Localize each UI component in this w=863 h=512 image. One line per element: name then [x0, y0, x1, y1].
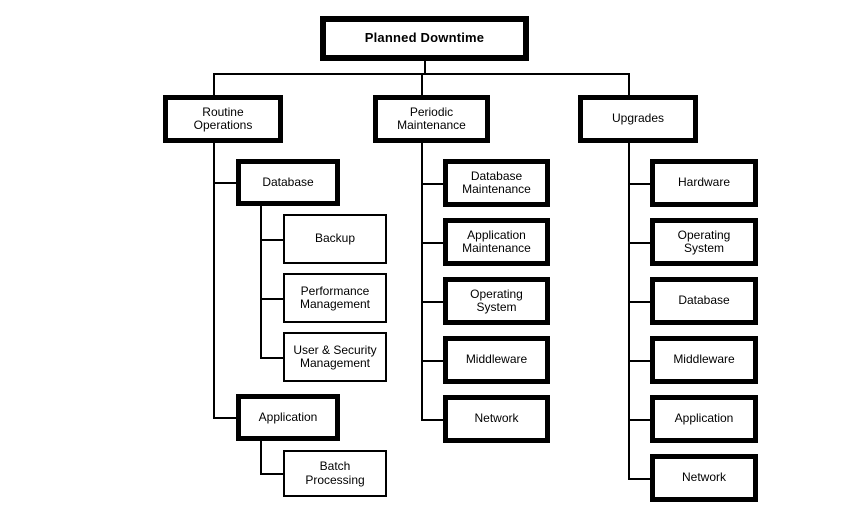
connector-database-trunk	[260, 206, 262, 357]
node-label-up-database: Database	[678, 293, 730, 308]
node-label-upgrades: Upgrades	[611, 111, 665, 126]
connector-up-to-database	[628, 301, 650, 303]
connector-pm-to-os	[421, 301, 443, 303]
node-up-hardware[interactable]: Hardware	[650, 159, 758, 207]
connector-routine-trunk	[213, 143, 215, 418]
connector-up-to-middleware	[628, 360, 650, 362]
node-label-up-hardware: Hardware	[677, 175, 731, 190]
node-planned-downtime[interactable]: Planned Downtime	[320, 16, 529, 61]
connector-db-to-usersecurity	[260, 357, 283, 359]
node-label-application: Application	[258, 409, 318, 424]
node-label-pm-middleware: Middleware	[465, 352, 528, 367]
node-label-performance-management: Performance Management	[299, 283, 371, 311]
connector-db-to-backup	[260, 239, 283, 241]
connector-up-to-os	[628, 242, 650, 244]
node-pm-application-maintenance[interactable]: Application Maintenance	[443, 218, 550, 266]
connector-db-to-performance	[260, 298, 283, 300]
connector-routine-to-database	[213, 182, 236, 184]
node-upgrades[interactable]: Upgrades	[578, 95, 698, 143]
node-performance-management[interactable]: Performance Management	[283, 273, 387, 323]
node-label-pm-network: Network	[474, 411, 519, 426]
node-application[interactable]: Application	[236, 394, 340, 441]
node-pm-database-maintenance[interactable]: Database Maintenance	[443, 159, 550, 207]
node-backup[interactable]: Backup	[283, 214, 387, 264]
connector-root-stem	[424, 61, 426, 73]
node-database[interactable]: Database	[236, 159, 340, 206]
node-label-up-middleware: Middleware	[673, 352, 735, 367]
node-label-batch-processing: Batch Processing	[305, 459, 365, 487]
connector-pm-to-dbmaint	[421, 183, 443, 185]
node-pm-network[interactable]: Network	[443, 395, 550, 443]
node-label-routine-operations: Routine Operations	[193, 104, 253, 132]
node-label-up-application: Application	[674, 411, 734, 426]
node-label-database: Database	[262, 174, 314, 189]
node-pm-middleware[interactable]: Middleware	[443, 336, 550, 384]
connector-periodic-trunk	[421, 143, 423, 420]
connector-pm-to-network	[421, 419, 443, 421]
node-label-planned-downtime: Planned Downtime	[364, 30, 485, 46]
connector-up-to-hardware	[628, 183, 650, 185]
node-up-middleware[interactable]: Middleware	[650, 336, 758, 384]
node-pm-operating-system[interactable]: Operating System	[443, 277, 550, 325]
node-routine-operations[interactable]: Routine Operations	[163, 95, 283, 143]
node-label-user-security-management: User & Security Management	[293, 342, 377, 370]
node-label-backup: Backup	[314, 231, 356, 246]
connector-up-to-application	[628, 419, 650, 421]
node-label-pm-operating-system: Operating System	[470, 286, 523, 314]
connector-pm-to-appmaint	[421, 242, 443, 244]
node-label-up-operating-system: Operating System	[677, 227, 731, 255]
node-up-application[interactable]: Application	[650, 395, 758, 443]
connector-stem-routine	[213, 73, 215, 95]
node-label-pm-application-maintenance: Application Maintenance	[462, 227, 531, 255]
node-up-database[interactable]: Database	[650, 277, 758, 325]
node-user-security-management[interactable]: User & Security Management	[283, 332, 387, 382]
node-up-network[interactable]: Network	[650, 454, 758, 502]
connector-pm-to-middleware	[421, 360, 443, 362]
connector-up-to-network	[628, 478, 650, 480]
connector-stem-periodic	[421, 73, 423, 95]
connector-application-trunk	[260, 441, 262, 474]
connector-app-to-batch	[260, 473, 283, 475]
connector-routine-to-application	[213, 417, 236, 419]
node-label-periodic-maintenance: Periodic Maintenance	[397, 104, 466, 132]
connector-stem-upgrades	[628, 73, 630, 95]
node-label-up-network: Network	[681, 470, 726, 485]
node-label-pm-database-maintenance: Database Maintenance	[462, 168, 531, 196]
node-up-operating-system[interactable]: Operating System	[650, 218, 758, 266]
connector-upgrades-trunk	[628, 143, 630, 479]
node-periodic-maintenance[interactable]: Periodic Maintenance	[373, 95, 490, 143]
node-batch-processing[interactable]: Batch Processing	[283, 450, 387, 497]
